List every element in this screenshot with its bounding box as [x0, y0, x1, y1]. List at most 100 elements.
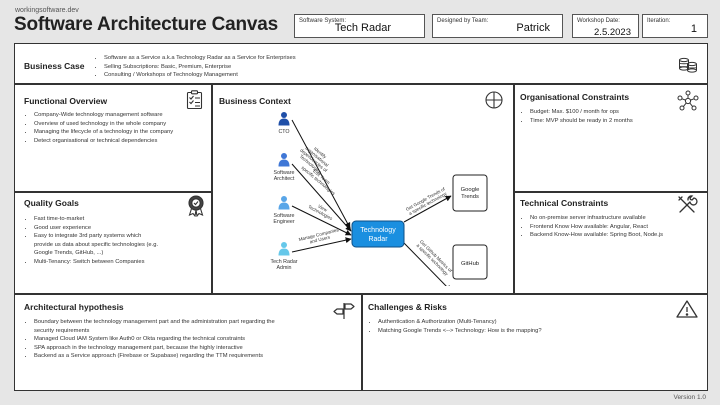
workshop-date-value: 2.5.2023: [594, 27, 631, 38]
list-item: security requirements: [34, 327, 90, 334]
list-item: SPA approach in the technology managemen…: [34, 344, 275, 353]
list-item: Selling Subscriptions: Basic, Premium, E…: [104, 63, 296, 72]
flow-arrow: [403, 242, 452, 286]
divider: [513, 191, 707, 193]
actor-label: CTO: [278, 129, 289, 135]
actor-software-architect[interactable]: Software Architect: [274, 153, 295, 182]
actor-cto[interactable]: CTO: [278, 112, 290, 135]
designed-by-team-field[interactable]: Designed by Team: Patrick: [432, 14, 563, 38]
architectural-hypothesis-list: Boundary between the technology manageme…: [24, 318, 275, 361]
business-case-list: Software as a Service a.k.a Technology R…: [94, 54, 296, 80]
functional-overview-list: Company-Wide technology management softw…: [24, 111, 173, 145]
flow-arrow: [291, 237, 352, 253]
designed-by-team-value: Patrick: [516, 22, 550, 34]
award-icon: [188, 195, 204, 217]
flow-arrow: [403, 195, 452, 223]
person-icon: [278, 248, 290, 256]
actor-label: Software: [274, 170, 295, 176]
tools-icon: [678, 195, 698, 213]
divider: [513, 83, 515, 293]
coins-icon: [679, 57, 697, 73]
external-label: GitHub: [461, 261, 479, 267]
challenges-risks-list: Authentication & Authorization (Multi-Te…: [368, 318, 542, 335]
list-item: No on-premise server infrastructure avai…: [530, 214, 663, 223]
workshop-date-field[interactable]: Workshop Date: 2.5.2023: [572, 14, 639, 38]
system-label: Technology: [360, 227, 396, 234]
actor-label: Engineer: [273, 219, 294, 225]
actor-tech-radar-admin[interactable]: Tech Radar Admin: [270, 242, 298, 271]
person-icon: [281, 242, 287, 248]
actor-label: Tech Radar: [270, 259, 297, 265]
divider: [15, 191, 211, 193]
external-label: Trends: [461, 194, 479, 200]
list-item: Budget: Max. $100 / month for ops: [530, 108, 633, 117]
actor-label: Architect: [274, 176, 295, 182]
checklist-icon: [186, 90, 203, 110]
page-title: Software Architecture Canvas: [14, 14, 279, 35]
flow-arrow: [291, 119, 351, 229]
list-item: Easy to integrate 3rd party systems whic…: [34, 232, 158, 241]
crosshair-icon: [485, 91, 503, 109]
flow-arrow: [291, 163, 352, 232]
flow-label-github: Get Github Metrics of a specific technol…: [416, 239, 454, 277]
flow-label: and Users: [309, 234, 331, 244]
list-item: Time: MVP should be ready in 2 months: [530, 117, 633, 126]
functional-overview-title: Functional Overview: [24, 96, 108, 106]
technical-constraints-list: No on-premise server infrastructure avai…: [520, 214, 663, 240]
warning-icon: [676, 300, 698, 318]
business-context-title: Business Context: [219, 96, 291, 106]
software-system-field[interactable]: Software System: Tech Radar: [294, 14, 425, 38]
list-item: Overview of used technology in the whole…: [34, 120, 173, 129]
network-icon: [677, 90, 699, 111]
person-icon: [278, 202, 290, 210]
list-item: Backend Know-How available: Spring Boot,…: [530, 231, 663, 240]
organisational-constraints-title: Organisational Constraints: [520, 92, 630, 102]
flow-arrow: [291, 205, 352, 236]
list-item: Boundary between the technology manageme…: [34, 318, 275, 327]
divider: [15, 83, 707, 85]
list-item: Managing the lifecycle of a technology i…: [34, 128, 173, 137]
external-google-trends[interactable]: Google Trends: [452, 174, 488, 212]
external-github[interactable]: GitHub: [452, 244, 488, 280]
challenges-risks-title: Challenges & Risks: [368, 302, 447, 312]
actor-software-engineer[interactable]: Software Engineer: [273, 196, 295, 225]
signpost-icon: [333, 303, 355, 319]
iteration-label: Iteration:: [647, 18, 671, 24]
flow-label-admin: Manage Companies and Users: [298, 227, 340, 244]
person-icon: [281, 196, 287, 202]
list-item: Backend as a Service approach (Firebase …: [34, 352, 275, 361]
technical-constraints-title: Technical Constraints: [520, 198, 609, 208]
system-label: Radar: [368, 236, 388, 243]
technology-radar-system[interactable]: Technology Radar: [351, 220, 405, 248]
iteration-field[interactable]: Iteration: 1: [642, 14, 708, 38]
list-item: provide us data about specific technolog…: [34, 241, 159, 248]
software-system-label: Software System:: [299, 18, 347, 24]
architecture-canvas: Business Case Software as a Service a.k.…: [14, 43, 708, 391]
quality-goals-title: Quality Goals: [24, 198, 79, 208]
business-case-title: Business Case: [24, 61, 85, 71]
external-label: Google: [461, 187, 480, 193]
list-item: Fast time-to-market: [34, 215, 158, 224]
divider: [211, 83, 213, 293]
list-item: Detect organisational or technical depen…: [34, 137, 173, 146]
organisational-constraints-list: Budget: Max. $100 / month for ops Time: …: [520, 108, 633, 125]
actor-label: Software: [274, 213, 295, 219]
list-item: Consulting / Workshops of Technology Man…: [104, 71, 296, 80]
business-context-diagram: CTO Software Architect Software Engineer…: [270, 112, 488, 286]
list-item: Company-Wide technology management softw…: [34, 111, 173, 120]
list-item: Good user experience: [34, 224, 158, 233]
flow-label: View: [317, 204, 329, 213]
person-icon: [281, 153, 287, 159]
software-system-value: Tech Radar: [334, 22, 391, 34]
list-item: Authentication & Authorization (Multi-Te…: [378, 318, 542, 327]
list-item: Matching Google Trends <--> Technology: …: [378, 327, 542, 336]
architectural-hypothesis-title: Architectural hypothesis: [24, 302, 124, 312]
quality-goals-list: Fast time-to-market Good user experience…: [24, 215, 158, 266]
iteration-value: 1: [690, 23, 697, 35]
list-item: Software as a Service a.k.a Technology R…: [104, 54, 296, 63]
version-label: Version 1.0: [673, 394, 706, 401]
list-item: Managed Cloud IAM System like Auth0 or O…: [34, 335, 275, 344]
person-icon: [278, 118, 290, 126]
brand-label: workingsoftware.dev: [15, 7, 79, 14]
flow-label: Get Github Metrics of: [419, 239, 454, 274]
